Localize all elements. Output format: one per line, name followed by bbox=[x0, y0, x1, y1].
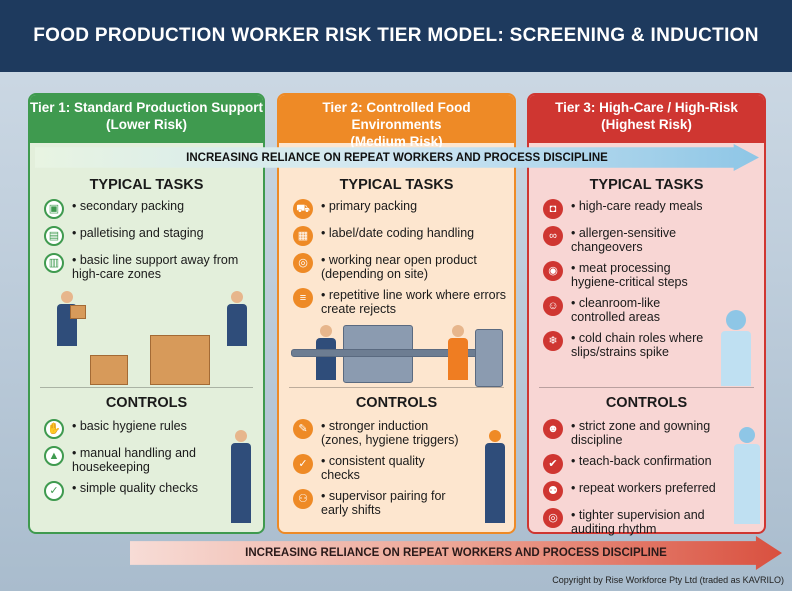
control-item: ✋ basic hygiene rules bbox=[44, 419, 203, 439]
task-item: ⛟ primary packing bbox=[293, 199, 506, 219]
cleanroom-worker-illustration bbox=[721, 310, 751, 386]
cart-icon: ⛟ bbox=[293, 199, 313, 219]
control-item: ⚉ repeat workers preferred bbox=[543, 481, 724, 501]
control-text: teach-back confirmation bbox=[571, 454, 712, 468]
label-icon: ▦ bbox=[293, 226, 313, 246]
control-item: ◎ tighter supervision and auditing rhythm bbox=[543, 508, 724, 536]
meat-icon: ◉ bbox=[543, 261, 563, 281]
controls-heading: CONTROLS bbox=[355, 395, 438, 411]
bottom-progression-arrow: INCREASING RELIANCE ON REPEAT WORKERS AN… bbox=[130, 536, 782, 570]
copyright: Copyright by Rise Workforce Pty Ltd (tra… bbox=[552, 575, 784, 585]
tier-2-panel: Tier 2: Controlled Food Environments (Med… bbox=[277, 93, 516, 534]
cleanroom-icon: ☺ bbox=[543, 296, 563, 316]
cleanroom-worker-illustration bbox=[734, 427, 760, 524]
handwash-icon: ✋ bbox=[44, 419, 64, 439]
task-item: ▤ palletising and staging bbox=[44, 226, 255, 246]
tier-title: Tier 2: Controlled Food Environments bbox=[322, 100, 471, 132]
tier-title: Tier 3: High-Care / High-Risk bbox=[555, 100, 738, 115]
task-item: ☺ cleanroom-like controlled areas bbox=[543, 296, 714, 324]
conveyor-icon: ▥ bbox=[44, 253, 64, 273]
control-text: stronger induction (zones, hygiene trigg… bbox=[321, 419, 459, 447]
product-icon: ◎ bbox=[293, 253, 313, 273]
task-text: working near open product (depending on … bbox=[321, 253, 506, 281]
task-text: high-care ready meals bbox=[571, 199, 703, 213]
check-icon: ✓ bbox=[293, 454, 313, 474]
control-text: strict zone and gowning discipline bbox=[571, 419, 724, 447]
task-item: ◎ working near open product (depending on… bbox=[293, 253, 506, 281]
tier-title: Tier 1: Standard Production Support bbox=[30, 100, 264, 115]
tasks-heading: TYPICAL TASKS bbox=[589, 177, 704, 193]
production-line-illustration bbox=[279, 325, 516, 395]
meal-icon: ◘ bbox=[543, 199, 563, 219]
tasks-heading: TYPICAL TASKS bbox=[339, 177, 454, 193]
worker-illustration bbox=[230, 430, 252, 523]
task-text: cleanroom-like controlled areas bbox=[571, 296, 714, 324]
task-item: ◘ high-care ready meals bbox=[543, 199, 714, 219]
task-text: basic line support away from high-care z… bbox=[72, 253, 255, 281]
control-item: ✎ stronger induction (zones, hygiene trig… bbox=[293, 419, 459, 447]
target-icon: ◎ bbox=[543, 508, 563, 528]
task-text: allergen-sensitive changeovers bbox=[571, 226, 714, 254]
control-item: ✓ simple quality checks bbox=[44, 481, 203, 501]
control-item: ✓ consistent quality checks bbox=[293, 454, 459, 482]
control-text: tighter supervision and auditing rhythm bbox=[571, 508, 724, 536]
pairing-icon: ⚇ bbox=[293, 489, 313, 509]
tier-subtitle: (Highest Risk) bbox=[601, 117, 692, 132]
controls-heading: CONTROLS bbox=[605, 395, 688, 411]
tier-3-header: Tier 3: High-Care / High-Risk (Highest Ri… bbox=[529, 95, 764, 143]
task-text: repetitive line work where errors create… bbox=[321, 288, 506, 316]
allergen-icon: ∞ bbox=[543, 226, 563, 246]
top-progression-arrow: INCREASING RELIANCE ON REPEAT WORKERS AN… bbox=[35, 144, 759, 171]
tier-1-header: Tier 1: Standard Production Support (Lowe… bbox=[30, 95, 263, 143]
control-text: supervisor pairing for early shifts bbox=[321, 489, 459, 517]
task-item: ∞ allergen-sensitive changeovers bbox=[543, 226, 714, 254]
control-item: ✔ teach-back confirmation bbox=[543, 454, 724, 474]
control-item: ⚇ supervisor pairing for early shifts bbox=[293, 489, 459, 517]
tier-2-header: Tier 2: Controlled Food Environments (Med… bbox=[279, 95, 514, 149]
team-icon: ⚉ bbox=[543, 481, 563, 501]
task-text: meat processing hygiene-critical steps bbox=[571, 261, 714, 289]
task-item: ▥ basic line support away from high-care … bbox=[44, 253, 255, 281]
line-icon: ≡ bbox=[293, 288, 313, 308]
task-text: label/date coding handling bbox=[321, 226, 474, 240]
control-item: ☻ strict zone and gowning discipline bbox=[543, 419, 724, 447]
task-item: ❄ cold chain roles where slips/strains sp… bbox=[543, 331, 714, 359]
pallet-icon: ▤ bbox=[44, 226, 64, 246]
page-title: FOOD PRODUCTION WORKER RISK TIER MODEL: … bbox=[0, 0, 792, 72]
confirm-icon: ✔ bbox=[543, 454, 563, 474]
control-text: simple quality checks bbox=[72, 481, 198, 495]
gowning-icon: ☻ bbox=[543, 419, 563, 439]
check-icon: ✓ bbox=[44, 481, 64, 501]
controls-heading: CONTROLS bbox=[105, 395, 188, 411]
tier-subtitle: (Medium Risk) bbox=[350, 134, 443, 149]
task-text: cold chain roles where slips/strains spi… bbox=[571, 331, 714, 359]
task-text: primary packing bbox=[321, 199, 417, 213]
clipboard-icon: ✎ bbox=[293, 419, 313, 439]
control-item: ▲ manual handling and housekeeping bbox=[44, 446, 203, 474]
control-text: manual handling and housekeeping bbox=[72, 446, 203, 474]
task-text: secondary packing bbox=[72, 199, 184, 213]
task-text: palletising and staging bbox=[72, 226, 204, 240]
task-item: ≡ repetitive line work where errors creat… bbox=[293, 288, 506, 316]
control-text: repeat workers preferred bbox=[571, 481, 716, 495]
task-item: ▣ secondary packing bbox=[44, 199, 255, 219]
control-text: basic hygiene rules bbox=[72, 419, 187, 433]
task-item: ▦ label/date coding handling bbox=[293, 226, 506, 246]
control-text: consistent quality checks bbox=[321, 454, 459, 482]
box-icon: ▣ bbox=[44, 199, 64, 219]
lifting-icon: ▲ bbox=[44, 446, 64, 466]
warehouse-illustration bbox=[30, 285, 265, 395]
snowflake-icon: ❄ bbox=[543, 331, 563, 351]
tasks-heading: TYPICAL TASKS bbox=[89, 177, 204, 193]
task-item: ◉ meat processing hygiene-critical steps bbox=[543, 261, 714, 289]
tier-subtitle: (Lower Risk) bbox=[105, 117, 187, 132]
worker-illustration bbox=[484, 430, 506, 523]
